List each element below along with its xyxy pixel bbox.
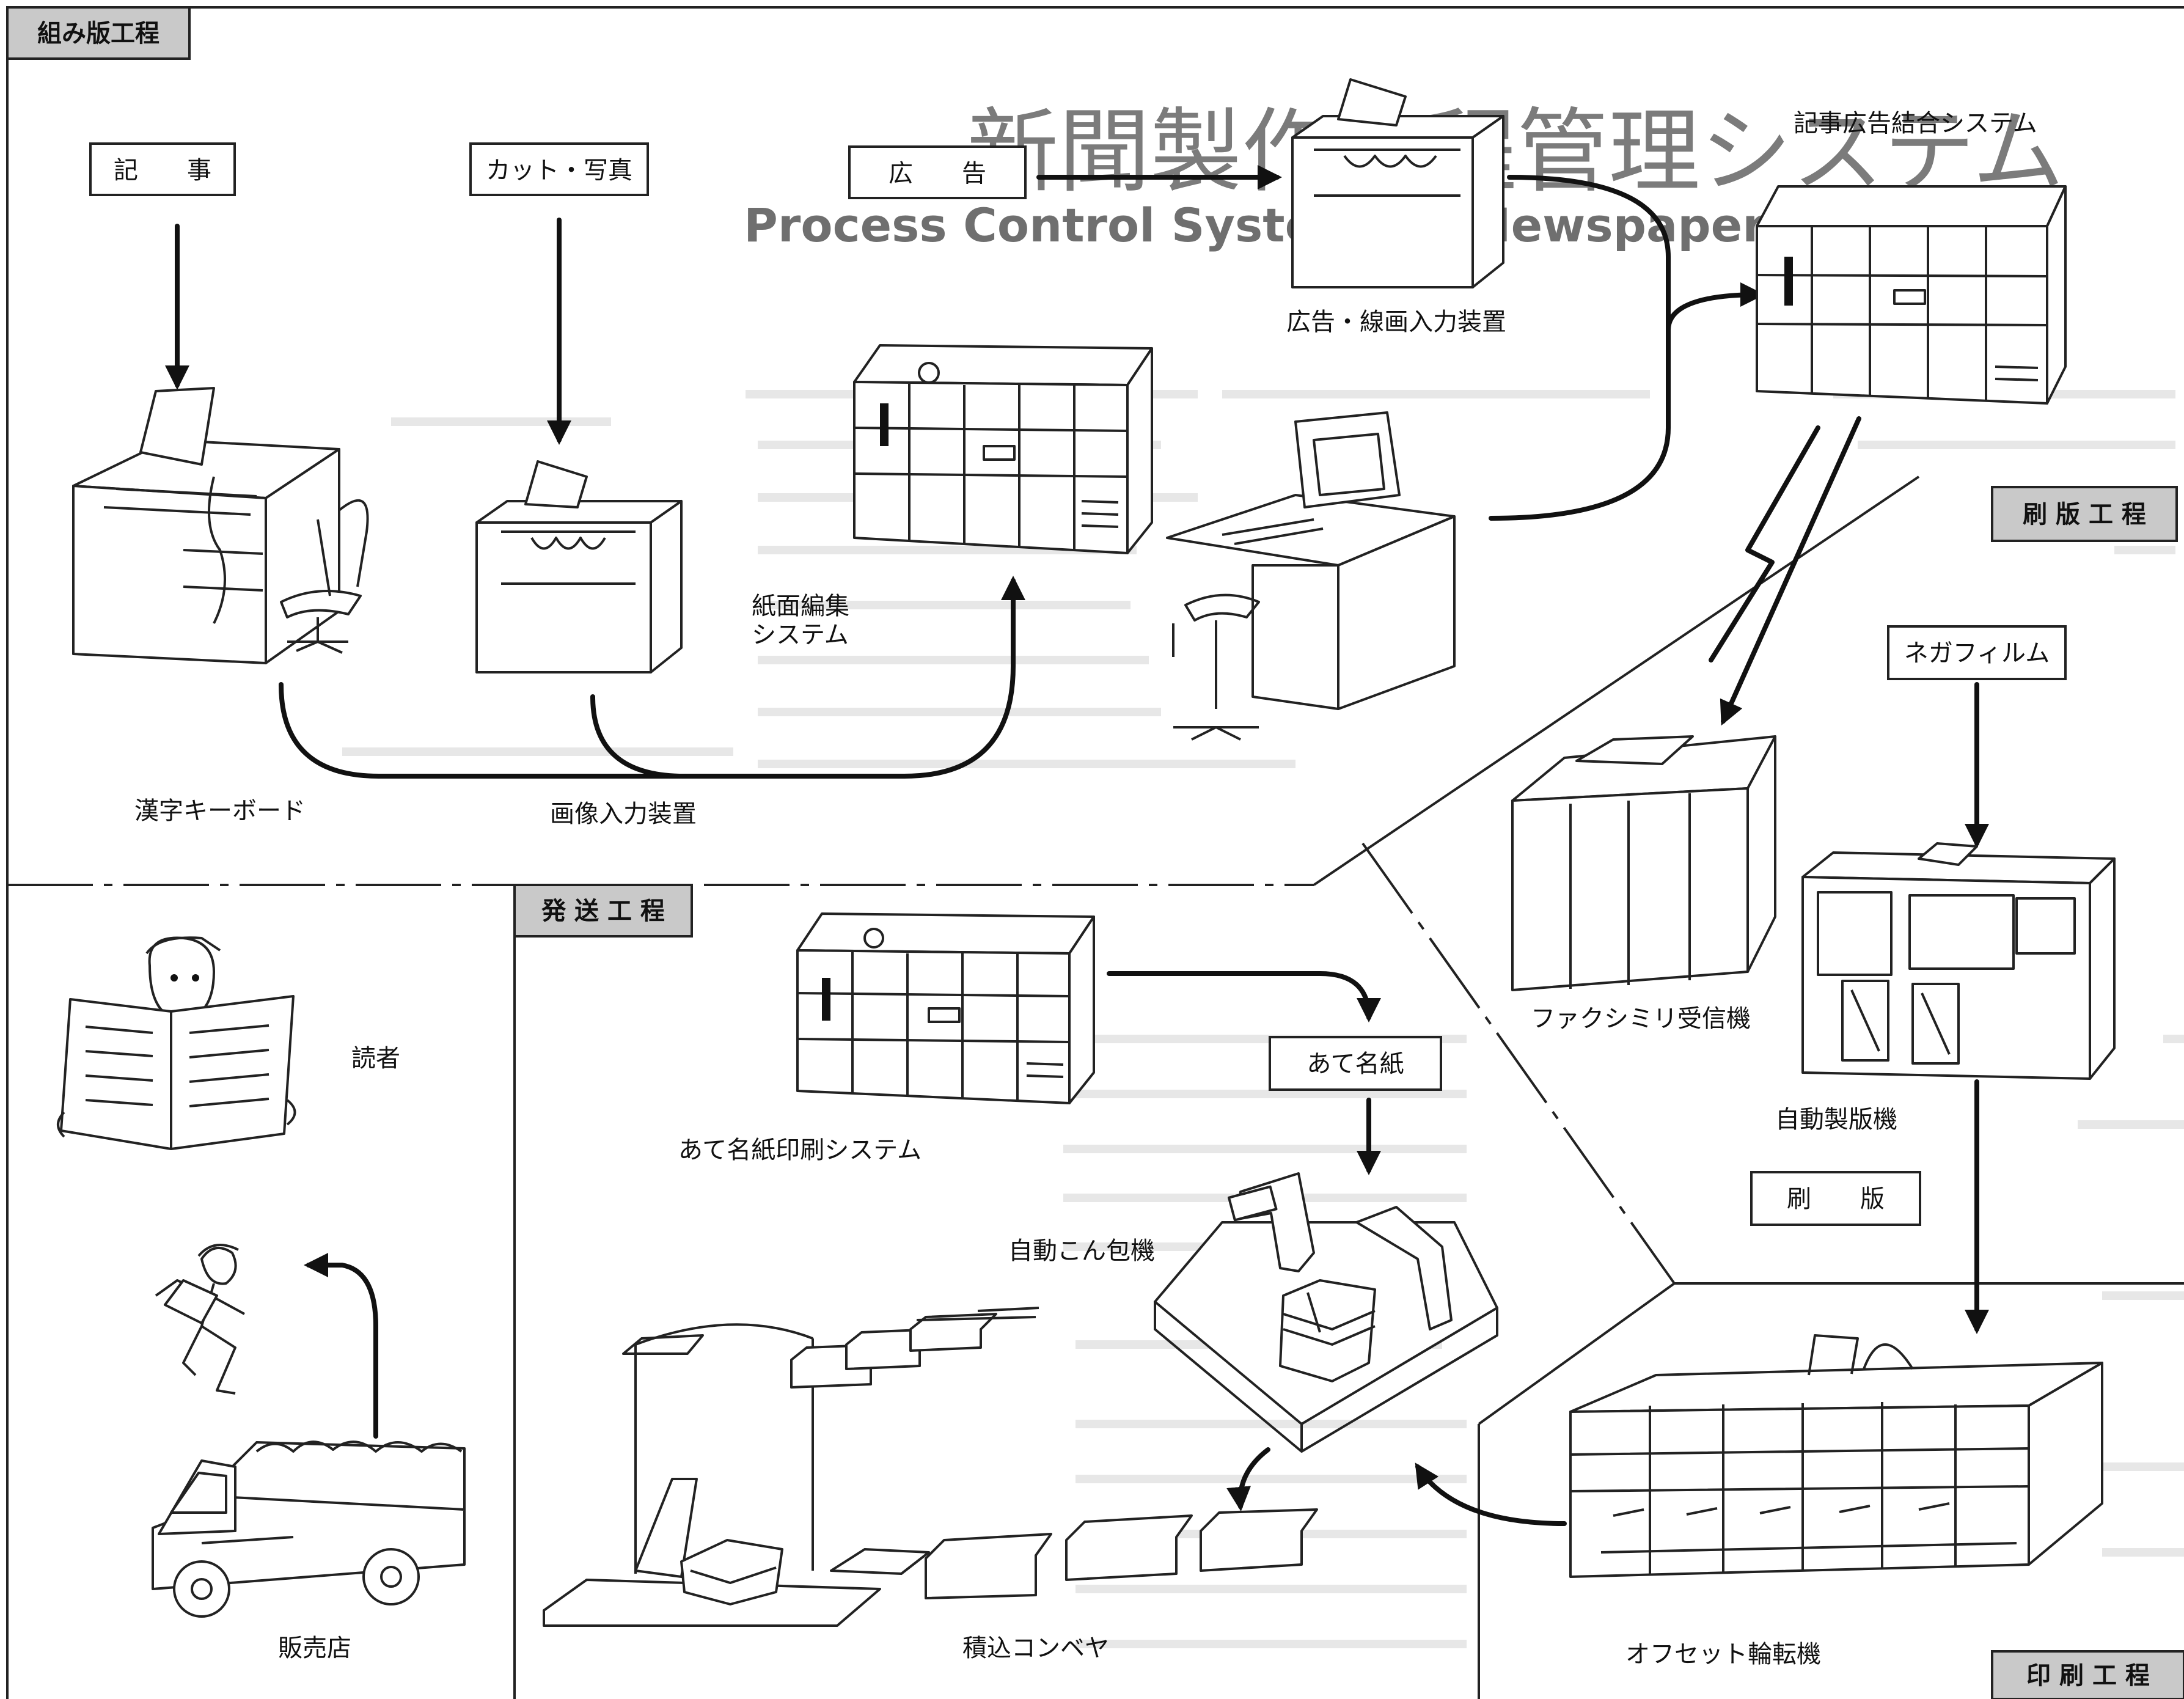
flow-arrows <box>165 165 1989 1526</box>
transmission-lightning <box>1709 425 1820 662</box>
kanji-keyboard-illustration <box>72 387 369 664</box>
box-cut-photo: カット・写真 <box>469 142 649 196</box>
svg-text:発 送 工 程: 発 送 工 程 <box>541 897 665 925</box>
section-tag-platemaking: 刷 版 工 程 <box>1991 486 2178 542</box>
svg-text:組み版工程: 組み版工程 <box>37 20 159 48</box>
label-ad-combine: 記事広告結合システム <box>1794 109 2037 138</box>
conveyor-illustration <box>543 1307 1318 1627</box>
arrow-combine-to-facsimile <box>1720 416 1861 726</box>
svg-text:広 告: 広 告 <box>889 160 986 188</box>
divider-platemaking <box>1313 475 1920 886</box>
svg-text:印 刷 工 程: 印 刷 工 程 <box>2026 1662 2150 1690</box>
ad-input-illustration <box>1291 78 1504 288</box>
offset-press-illustration <box>1569 1334 2103 1578</box>
label-page-editing-1: 紙面編集 <box>752 592 849 620</box>
svg-text:刷 版 工 程: 刷 版 工 程 <box>2023 501 2146 529</box>
label-reader: 読者 <box>351 1044 400 1073</box>
box-negative-film: ネガフィルム <box>1887 625 2067 680</box>
arrow-address-system-to-label <box>1107 971 1381 1022</box>
facsimile-illustration <box>1511 735 1776 991</box>
svg-text:カット・写真: カット・写真 <box>486 156 632 185</box>
arrow-editor-to-combine <box>1489 328 1671 521</box>
box-article: 記 事 <box>89 142 236 196</box>
reader-illustration <box>57 936 296 1150</box>
label-address-system: あて名紙印刷システム <box>678 1136 922 1164</box>
arrow-image-input-merge <box>590 694 687 779</box>
box-plate: 刷 版 <box>1750 1171 1921 1226</box>
ad-combine-cabinet-illustration <box>1756 185 2067 405</box>
label-auto-platemaker: 自動製版機 <box>1775 1106 1897 1134</box>
arrow-ad-input-to-combine <box>1507 175 1765 332</box>
deliverer-illustration <box>155 1244 245 1395</box>
arrow-packer-to-conveyor <box>1226 1447 1270 1511</box>
svg-text:記 事: 記 事 <box>114 156 211 185</box>
editing-terminal-illustration <box>1166 411 1456 741</box>
label-offset-press: オフセット輪転機 <box>1625 1640 1821 1668</box>
arrow-inputs-to-page-editing <box>279 576 1025 779</box>
equipment-labels: 漢字キーボード 画像入力装置 紙面編集 システム 広告・線画入力装置 記事広告結… <box>134 109 2037 1668</box>
address-system-cabinet-illustration <box>796 912 1095 1104</box>
svg-text:ネガフィルム: ネガフィルム <box>1904 639 2050 667</box>
label-image-input: 画像入力装置 <box>550 800 697 828</box>
divider-printing-left <box>1478 1282 1676 1425</box>
box-advertisement: 広 告 <box>848 145 1027 199</box>
image-input-illustration <box>475 460 683 673</box>
box-address-label: あて名紙 <box>1269 1036 1442 1091</box>
label-kanji-keyboard: 漢字キーボード <box>134 797 306 825</box>
svg-text:刷 版: 刷 版 <box>1787 1185 1885 1213</box>
divider-diagonal <box>1361 842 1676 1285</box>
truck-illustration <box>152 1440 466 1618</box>
section-tag-shipping: 発 送 工 程 <box>513 884 693 938</box>
label-dealer: 販売店 <box>278 1634 351 1662</box>
section-tag-printing: 印 刷 工 程 <box>1991 1650 2184 1699</box>
arrow-press-to-packer <box>1415 1462 1567 1526</box>
page-editing-cabinet-illustration <box>853 344 1153 554</box>
frame <box>6 6 2184 1699</box>
section-tag-typesetting: 組み版工程 <box>6 6 191 60</box>
arrow-truck-to-deliverer <box>304 1253 378 1439</box>
auto-packer-illustration <box>1154 1172 1498 1453</box>
label-ad-input: 広告・線画入力装置 <box>1286 308 1506 336</box>
auto-platemaker-illustration <box>1801 842 2116 1080</box>
label-page-editing-2: システム <box>752 621 849 649</box>
label-conveyor: 積込コンベヤ <box>962 1634 1109 1662</box>
svg-text:あて名紙: あて名紙 <box>1306 1050 1404 1078</box>
label-facsimile: ファクシミリ受信機 <box>1531 1005 1751 1033</box>
label-auto-packer: 自動こん包機 <box>1008 1237 1155 1265</box>
